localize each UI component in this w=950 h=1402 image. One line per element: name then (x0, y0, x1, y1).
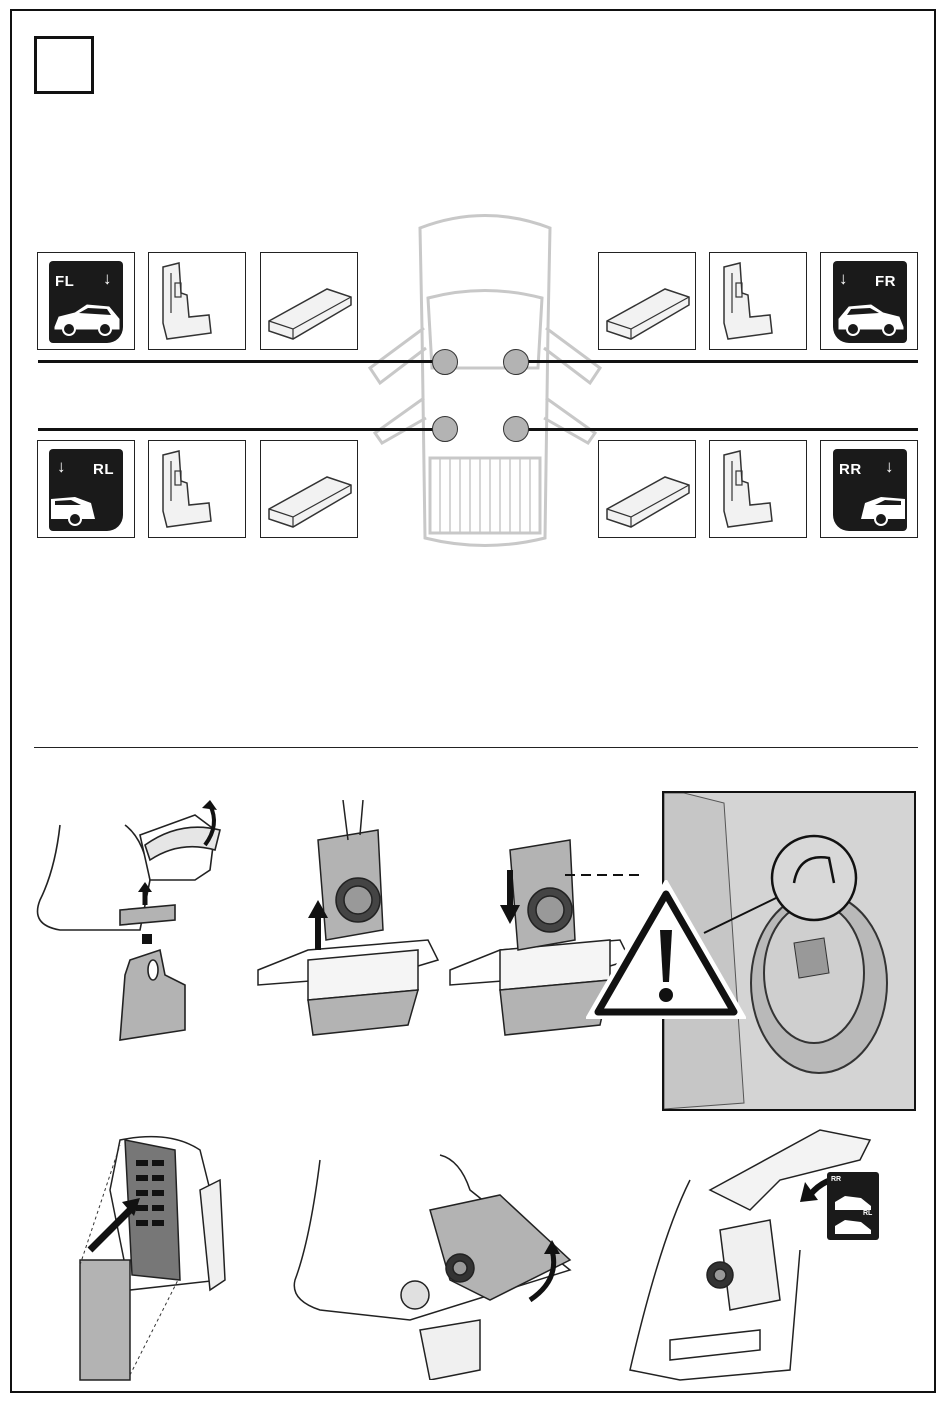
down-arrow-icon: ↓ (885, 457, 894, 477)
fl-position-tile: FL ↓ (49, 261, 123, 343)
fr-label: FR (875, 273, 896, 290)
rr-label: RR (839, 461, 862, 478)
step-attach-plate-illustration (70, 1130, 240, 1385)
bracket-plate-icon (261, 441, 357, 537)
fr-bracket-card (598, 252, 696, 350)
rr-rl-sticker: RR RL (827, 1172, 879, 1240)
bracket-plate-icon (261, 253, 357, 349)
car-side-icon (837, 301, 905, 339)
car-side-icon (53, 301, 121, 339)
rr-position-card: RR ↓ (820, 440, 918, 538)
fl-pad-card (148, 252, 246, 350)
rr-position-tile: RR ↓ (833, 449, 907, 531)
front-right-leader-line (516, 360, 918, 363)
step-apply-sticker-illustration (620, 1120, 890, 1390)
step-insert-pad-illustration (20, 800, 240, 1045)
step-number-box (34, 36, 94, 94)
front-left-mount-point (432, 349, 458, 375)
car-side-icon (51, 489, 121, 529)
front-right-mount-point (503, 349, 529, 375)
rl-label: RL (93, 461, 114, 478)
fr-position-card: ↓ FR (820, 252, 918, 350)
step-slide-up-illustration (248, 800, 448, 1040)
rl-pad-card (148, 440, 246, 538)
down-arrow-icon: ↓ (103, 269, 112, 289)
rr-bracket-card (598, 440, 696, 538)
rr-pad-card (709, 440, 807, 538)
rear-right-leader-line (516, 428, 918, 431)
car-top-view (360, 208, 610, 553)
rubber-pad-icon (149, 441, 245, 537)
fl-position-card: FL ↓ (37, 252, 135, 350)
rear-right-mount-point (503, 416, 529, 442)
step-close-cover-illustration (290, 1150, 580, 1380)
bracket-plate-icon (599, 253, 695, 349)
car-side-icon (831, 1186, 875, 1236)
sticker-rr-label: RR (831, 1176, 841, 1183)
rubber-pad-icon (710, 441, 806, 537)
fl-bracket-card (260, 252, 358, 350)
front-left-leader-line (38, 360, 436, 363)
rear-left-mount-point (432, 416, 458, 442)
fr-position-tile: ↓ FR (833, 261, 907, 343)
down-arrow-icon: ↓ (839, 269, 848, 289)
fl-label: FL (55, 273, 74, 290)
rl-bracket-card (260, 440, 358, 538)
rl-position-card: ↓ RL (37, 440, 135, 538)
fr-pad-card (709, 252, 807, 350)
car-side-icon (835, 489, 905, 529)
warning-triangle-icon (586, 880, 746, 1022)
rubber-pad-icon (710, 253, 806, 349)
down-arrow-icon: ↓ (57, 457, 66, 477)
rear-left-leader-line (38, 428, 436, 431)
bracket-plate-icon (599, 441, 695, 537)
rubber-pad-icon (149, 253, 245, 349)
section-divider (34, 747, 918, 748)
rl-position-tile: ↓ RL (49, 449, 123, 531)
